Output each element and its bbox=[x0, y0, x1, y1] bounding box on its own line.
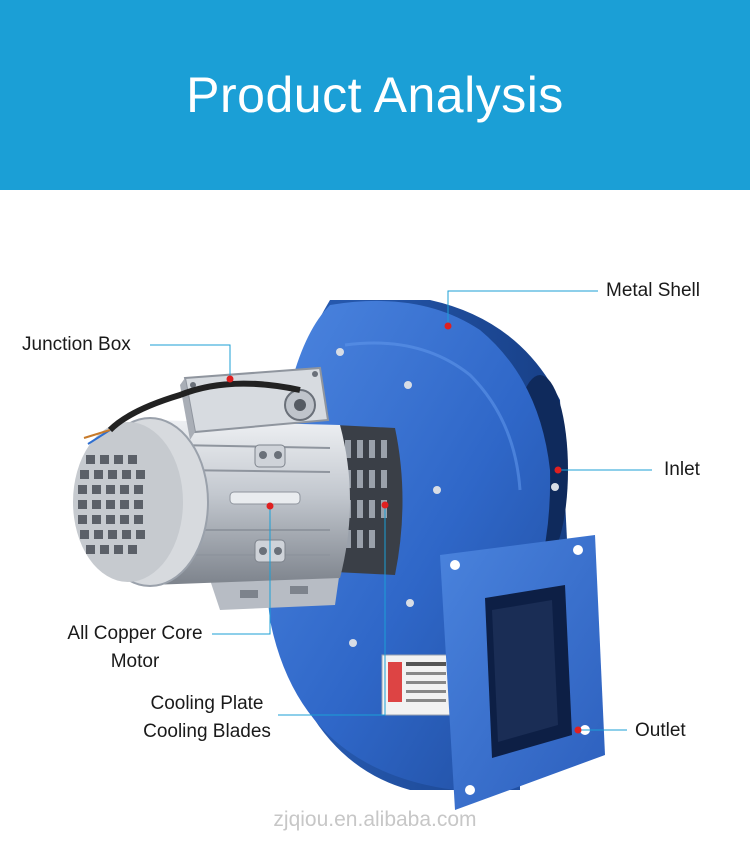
leader-lines bbox=[150, 290, 652, 731]
outlet-flange bbox=[440, 535, 605, 810]
marker-outlet bbox=[574, 726, 582, 734]
cooling-blades bbox=[335, 425, 403, 575]
marker-metal-shell bbox=[444, 322, 452, 330]
label-motor: All Copper Core Motor bbox=[55, 620, 215, 676]
label-metal-shell: Metal Shell bbox=[606, 280, 700, 301]
marker-motor bbox=[266, 502, 274, 510]
marker-cooling bbox=[381, 501, 389, 509]
label-junction-box: Junction Box bbox=[22, 334, 131, 355]
label-motor-line2: Motor bbox=[110, 651, 160, 672]
label-outlet: Outlet bbox=[635, 720, 686, 741]
marker-inlet bbox=[554, 466, 562, 474]
label-cooling-line1: Cooling Plate bbox=[150, 693, 264, 714]
leader-cooling bbox=[278, 505, 386, 716]
blower-illustration bbox=[73, 290, 652, 810]
leader-motor bbox=[212, 508, 271, 635]
label-inlet: Inlet bbox=[664, 459, 700, 480]
marker-dots bbox=[226, 322, 582, 734]
product-stage bbox=[0, 190, 750, 844]
label-cooling: Cooling Plate Cooling Blades bbox=[128, 690, 286, 746]
nameplate bbox=[381, 654, 453, 716]
marker-junction-box bbox=[226, 375, 234, 383]
header-banner: Product Analysis bbox=[0, 0, 750, 190]
label-cooling-line2: Cooling Blades bbox=[143, 721, 271, 742]
leader-metal-shell bbox=[447, 290, 598, 323]
label-motor-line1: All Copper Core bbox=[67, 623, 203, 644]
motor-fan-cover bbox=[73, 417, 209, 587]
power-cable bbox=[83, 380, 301, 445]
leader-junction-box bbox=[150, 344, 231, 377]
watermark: zjqiou.en.alibaba.com bbox=[273, 808, 477, 831]
page-title: Product Analysis bbox=[186, 67, 564, 123]
